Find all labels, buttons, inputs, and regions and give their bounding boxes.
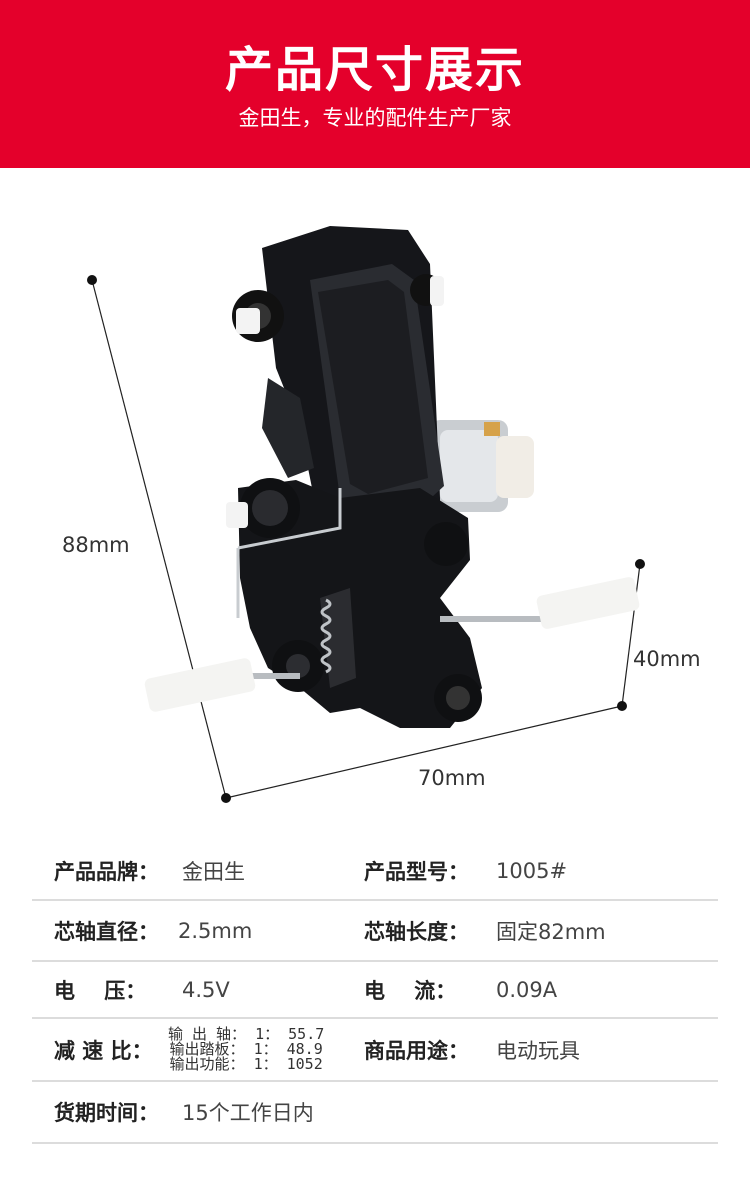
voltage-label: 电 压： <box>54 978 147 1003</box>
brand-value: 金田生 <box>182 860 245 884</box>
current-label: 电 流： <box>364 978 457 1003</box>
ratio-label: 减 速 比： <box>54 1038 153 1063</box>
shaft-diameter-label: 芯轴直径： <box>54 919 159 944</box>
gearbox-base <box>226 478 482 728</box>
model-label: 产品型号： <box>364 860 469 884</box>
current-value: 0.09A <box>496 977 558 1002</box>
spec-row-shaft: 芯轴直径： 2.5mm 芯轴长度： 固定82mm <box>32 901 718 962</box>
usage-value: 电动玩具 <box>496 1038 580 1063</box>
page-title: 产品尺寸展示 <box>224 42 525 98</box>
page-subtitle: 金田生，专业的配件生产厂家 <box>238 106 512 130</box>
dimension-width-label: 70mm <box>418 766 486 790</box>
ratio-output-shaft: 输 出 轴： 1： 55.7 <box>168 1025 325 1043</box>
shaft-length-value: 固定82mm <box>496 919 606 944</box>
gearbox-illustration <box>87 226 645 803</box>
delivery-value: 15个工作日内 <box>182 1101 314 1125</box>
spec-row-electric: 电 压： 4.5V 电 流： 0.09A <box>32 962 718 1019</box>
shaft-diameter-value: 2.5mm <box>178 918 253 943</box>
output-shaft-left <box>144 658 300 712</box>
ratio-output-function: 输出功能： 1： 1052 <box>169 1055 323 1073</box>
motor <box>430 420 534 512</box>
header-banner: 产品尺寸展示 金田生，专业的配件生产厂家 <box>0 0 750 168</box>
dimension-depth-label: 40mm <box>633 647 701 671</box>
dimension-lines <box>91 279 641 799</box>
ratio-values: 输 出 轴： 1： 55.7 输出踏板： 1： 48.9 输出功能： 1： 10… <box>168 1019 324 1080</box>
output-shaft-right <box>440 577 640 629</box>
spec-row-ratio: 减 速 比： 输 出 轴： 1： 55.7 输出踏板： 1： 48.9 输出功能… <box>32 1019 718 1082</box>
spec-row-brand: 产品品牌： 金田生 产品型号： 1005# <box>32 843 718 901</box>
shaft-length-label: 芯轴长度： <box>364 919 469 944</box>
dimension-dots <box>87 275 645 803</box>
ratio-output-pedal: 输出踏板： 1： 48.9 <box>169 1040 323 1058</box>
spec-table: 产品品牌： 金田生 产品型号： 1005# 芯轴直径： 2.5mm 芯轴长度： … <box>32 843 718 1144</box>
dimension-height-label: 88mm <box>62 533 130 557</box>
usage-label: 商品用途： <box>364 1038 469 1063</box>
delivery-label: 货期时间： <box>54 1101 159 1125</box>
product-photo-area: 88mm 40mm 70mm <box>0 168 750 818</box>
voltage-value: 4.5V <box>182 977 230 1002</box>
spec-row-delivery: 货期时间： 15个工作日内 <box>32 1082 718 1144</box>
brand-label: 产品品牌： <box>54 860 159 884</box>
model-value: 1005# <box>496 859 568 883</box>
